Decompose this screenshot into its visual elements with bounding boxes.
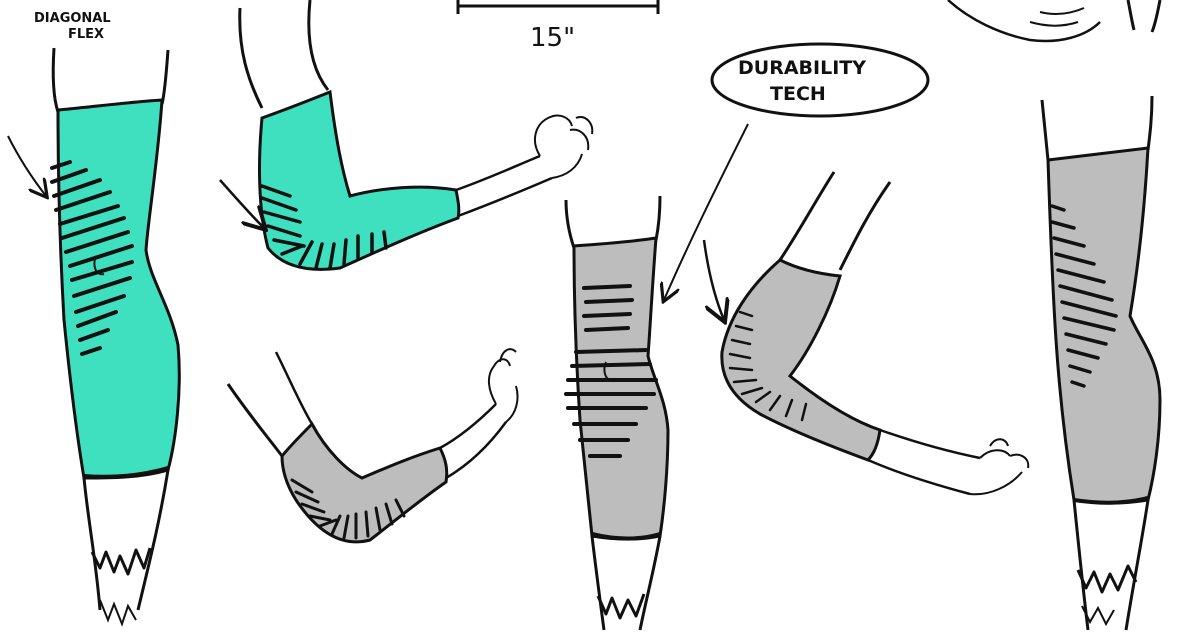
arrow-icon (704, 240, 724, 320)
measurement-annotation: 15" (458, 0, 658, 53)
durability-line2: TECH (770, 83, 826, 105)
durability-line1: DURABILITY (738, 57, 866, 79)
diagonal-flex-label: DIAGONAL FLEX (34, 11, 111, 42)
partial-arm-sketch (948, 0, 1160, 41)
gray-bent-elbow-sleeve-sketch (722, 172, 1028, 494)
diagonal-flex-line1: DIAGONAL (34, 11, 111, 26)
arrow-icon (8, 136, 46, 196)
teal-knee-sleeve-sketch (52, 48, 179, 624)
gray-elbow-sleeve-sketch (228, 349, 518, 542)
gray-knee-sleeve-sketch (566, 196, 668, 630)
diagonal-flex-line2: FLEX (68, 27, 104, 42)
durability-tech-callout: DURABILITY TECH (712, 44, 928, 116)
arrow-icon (664, 124, 748, 300)
measurement-label: 15" (530, 23, 575, 53)
gray-knee-sleeve-right-sketch (1042, 96, 1160, 630)
arrow-icon (220, 180, 264, 228)
